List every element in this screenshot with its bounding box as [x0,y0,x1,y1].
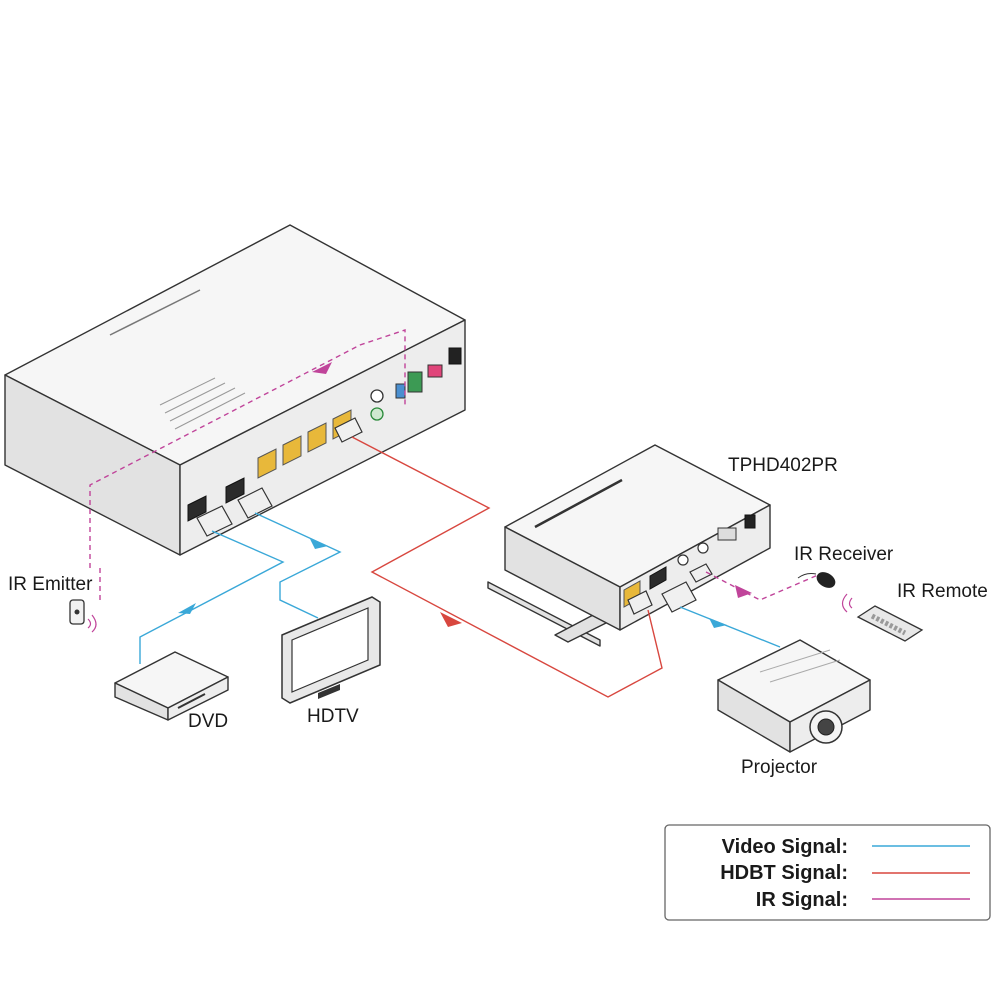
legend-hdbt-label: HDBT Signal: [720,862,848,884]
ir-line-emitter [89,329,406,568]
video-line-dvd [139,530,285,664]
splitter-audio-jack-icon [370,389,384,403]
splitter-hdmi-loop-out-port [225,477,245,504]
hdtv-stand [318,684,340,699]
hdmi-plug-receiver-out [661,581,697,613]
ir-arrow-2 [735,585,752,598]
ir-emitter-icon [69,599,97,633]
video-arrow-1 [178,603,196,614]
ir-signal-lines [89,329,819,601]
splitter-power-jack-icon [448,347,462,365]
hdbt-signal-lines [351,436,663,698]
receiver-top-groove [534,478,623,529]
legend-video-label: Video Signal: [722,836,848,858]
splitter-rs232-terminal-icon [407,371,423,393]
splitter-hdbt-port-3 [307,422,327,453]
hdbt-cable-plug-splitter [334,417,363,443]
receiver-hdmi-out-port [649,566,667,590]
video-signal-lines [139,512,781,664]
signal-legend: Video Signal: HDBT Signal: IR Signal: [664,824,991,921]
ir-arrow-1 [312,362,332,374]
projector [717,639,871,753]
ir-plug-receiver [689,563,713,583]
ir-receiver-icon [797,572,836,588]
ir-remote-icon [841,593,924,642]
splitter-hdmi-input-port [187,495,207,522]
splitter-ir-jack-icon [370,407,384,421]
splitter-hdbt-port-1 [257,448,277,479]
dvd-disc-tray [177,693,206,709]
hdtv-screen [291,607,369,693]
label-ir-emitter: IR Emitter [8,574,93,595]
label-ir-receiver: IR Receiver [794,544,894,565]
receiver-ir-jack-icon [677,554,689,566]
label-dvd: DVD [188,711,228,732]
projector-lens [817,718,835,736]
label-hdtv: HDTV [307,706,359,727]
hdmi-plug-loop-out [237,487,273,519]
hdbt-arrow [440,612,462,627]
splitter-top-groove [109,289,201,336]
receiver-power-jack-icon [744,514,756,529]
dvd-player [114,651,229,721]
ir-line-receiver [705,571,819,601]
hdbt-line [351,436,663,698]
splitter-pink-switch-icon [427,364,443,378]
video-line-hdtv [254,512,342,619]
label-receiver-model: TPHD402PR [728,455,838,476]
video-arrow-2 [310,539,328,549]
video-arrow-3 [709,618,727,628]
legend-ir-label: IR Signal: [756,889,848,911]
receiver-ir-out-jack-icon [697,542,709,554]
hdbt-splitter-device [4,224,466,556]
label-ir-remote: IR Remote [897,581,988,602]
receiver-rs232-terminal-icon [717,527,737,541]
hdtv [281,596,381,704]
hdbt-cable-plug-receiver [627,590,653,615]
tphd402pr-receiver-device [487,444,771,647]
splitter-dip-switch-icon [395,383,406,399]
hdmi-plug-input [196,505,233,537]
splitter-hdbt-port-2 [282,435,302,466]
label-projector: Projector [741,757,818,778]
legend-box [664,824,991,921]
video-line-projector [679,606,781,648]
